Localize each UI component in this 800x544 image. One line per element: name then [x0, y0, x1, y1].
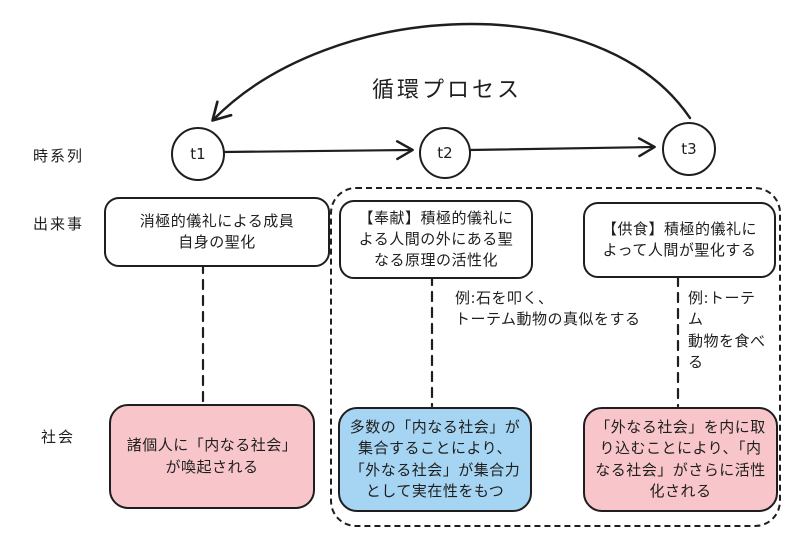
example-note-t2: 例:石を叩く、 トーテム動物の真似をする: [455, 289, 641, 329]
event-box-offering: 【奉献】積極的儀礼に よる人間の外にある聖 なる原理の活性化: [339, 200, 533, 279]
node-t2-label: t2: [437, 144, 453, 162]
row-label-events: 出来事: [33, 215, 85, 233]
event-box-communion: 【供食】積極的儀礼に よって人間が聖化する: [583, 202, 776, 278]
society-box-inner-society-activated: 「外なる社会」を内に取 り込むことにより、「内 なる社会」がさらに活性 化される: [583, 407, 778, 512]
event-box-communion-text: 【供食】積極的儀礼に よって人間が聖化する: [601, 219, 757, 259]
node-t3: t3: [662, 122, 716, 176]
society-box-outer-society-real: 多数の「内なる社会」が 集合することにより、 「外なる社会」が集合力 として実在…: [338, 407, 532, 512]
node-t1: t1: [171, 127, 225, 181]
node-t2: t2: [419, 127, 471, 179]
row-label-society: 社会: [41, 428, 76, 446]
arrow-t2-t3: [467, 137, 656, 158]
example-note-t3: 例:トーテ ム 動物を食べ る: [688, 289, 766, 371]
society-box-2-text: 多数の「内なる社会」が 集合することにより、 「外なる社会」が集合力 として実在…: [349, 417, 521, 500]
event-box-negative-rites-text: 消極的儀礼による成員 自身の聖化: [139, 211, 295, 251]
event-box-offering-text: 【奉献】積極的儀礼に よる人間の外にある聖 なる原理の活性化: [358, 208, 514, 270]
diagram-title: 循環プロセス: [371, 78, 522, 103]
society-box-inner-society-evoked: 諸個人に「内なる社会」 が喚起される: [109, 404, 315, 509]
node-t3-label: t3: [681, 140, 697, 158]
row-label-timeline: 時系列: [33, 147, 85, 165]
society-box-1-text: 諸個人に「内なる社会」 が喚起される: [126, 436, 298, 476]
society-box-3-text: 「外なる社会」を内に取 り込むことにより、「内 なる社会」がさらに活性 化される: [595, 417, 766, 500]
positive-rites-group-outline: [330, 187, 781, 527]
arrow-t1-t2: [221, 140, 414, 161]
event-box-negative-rites: 消極的儀礼による成員 自身の聖化: [104, 197, 330, 267]
node-t1-label: t1: [190, 145, 206, 163]
